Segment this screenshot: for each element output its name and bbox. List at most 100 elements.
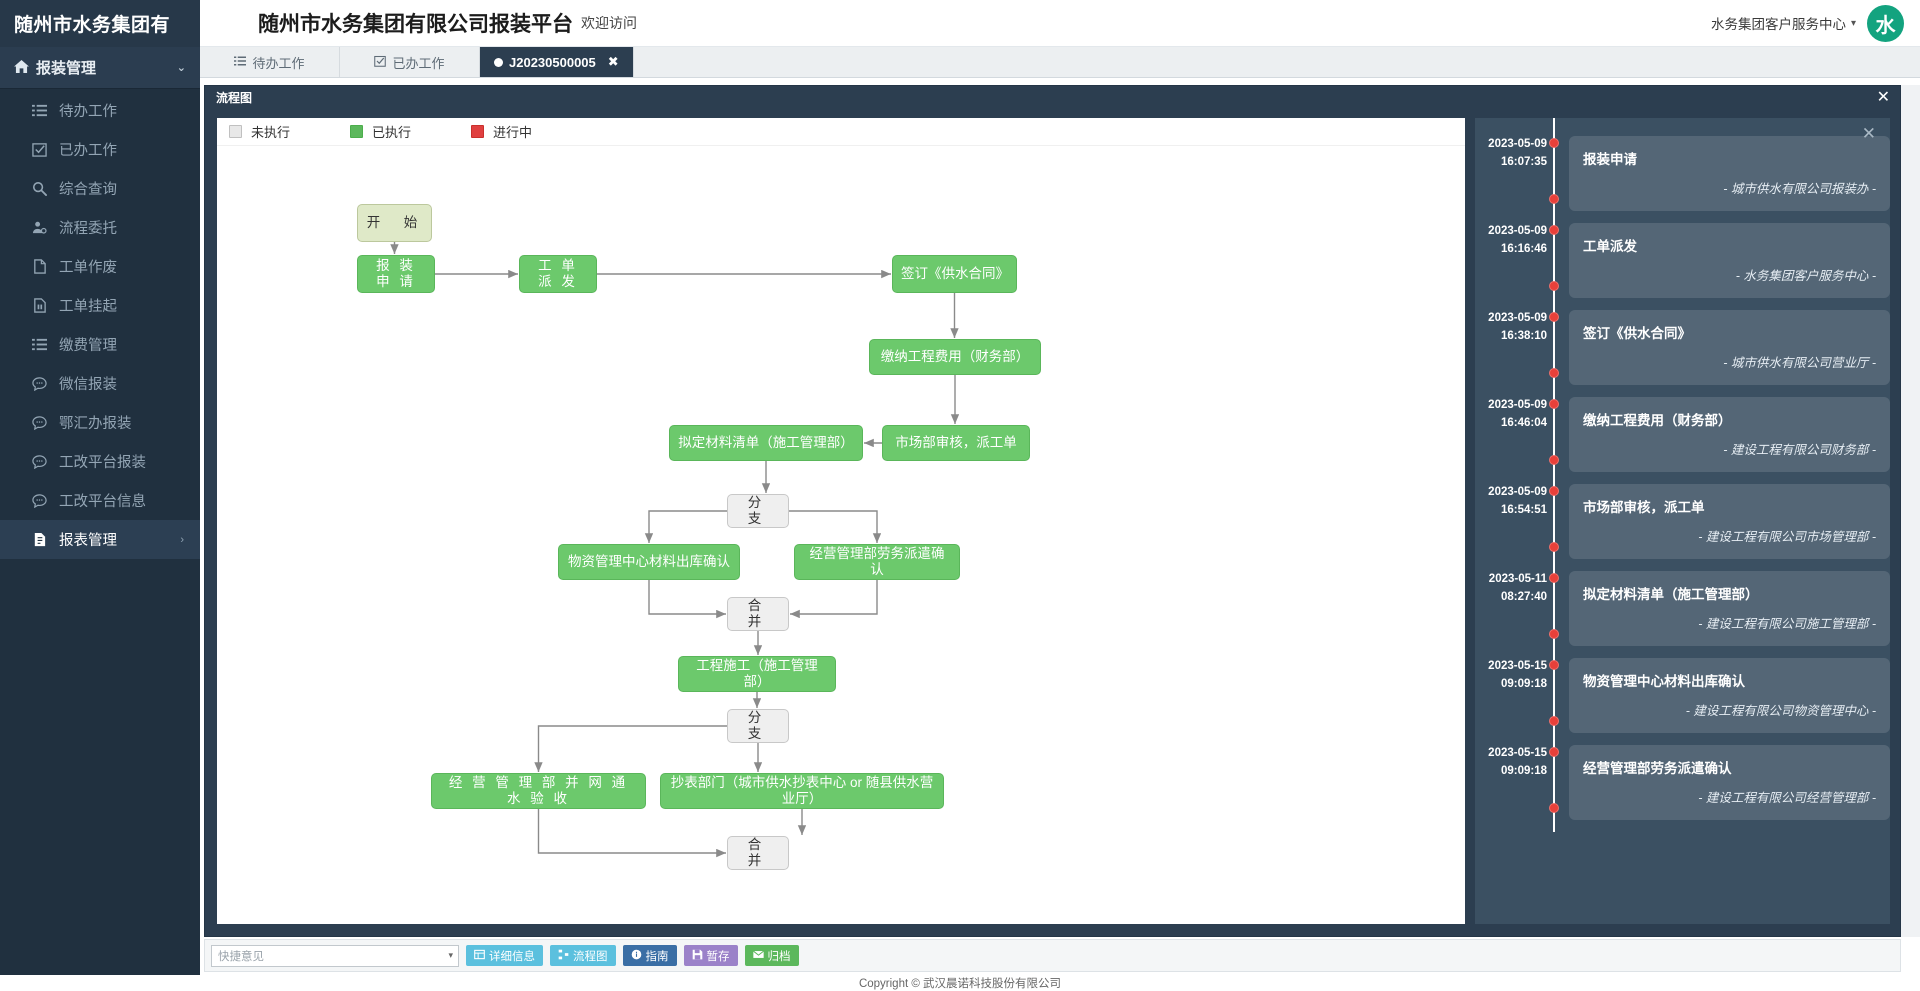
flow-node-contract[interactable]: 签订《供水合同》	[892, 255, 1017, 293]
timeline-dot-lower	[1549, 281, 1559, 291]
timeline-card-title: 签订《供水合同》	[1583, 326, 1691, 341]
toolbar-button-4[interactable]: 归档	[744, 945, 799, 966]
toolbar-button-1[interactable]: 流程图	[550, 945, 616, 966]
brand-title: 随州市水务集团有	[0, 0, 200, 47]
list-icon	[32, 337, 59, 352]
legend-swatch-executed	[350, 125, 364, 138]
timeline-card[interactable]: 缴纳工程费用（财务部）- 建设工程有限公司财务部 -	[1569, 397, 1890, 472]
flow-node-label: 物资管理中心材料出库确认	[568, 553, 730, 569]
timeline-card[interactable]: 市场部审核，派工单- 建设工程有限公司市场管理部 -	[1569, 484, 1890, 559]
flow-node-branch2[interactable]: 分 支	[727, 709, 789, 743]
chevron-right-icon: ›	[180, 533, 184, 546]
sidebar-item-2[interactable]: 综合查询	[0, 169, 200, 208]
flow-node-fee[interactable]: 缴纳工程费用（财务部）	[869, 339, 1041, 375]
avatar[interactable]: 水	[1867, 4, 1904, 42]
app-header: 随州市水务集团有限公司报装平台 欢迎访问 水务集团客户服务中心 ▾ 水	[200, 0, 1920, 47]
timeline-card[interactable]: 经营管理部劳务派遣确认- 建设工程有限公司经营管理部 -	[1569, 745, 1890, 820]
close-icon[interactable]: ✖	[607, 54, 619, 69]
flowchart-canvas[interactable]: 开 始报 装 申 请 工 单 派 发 签订《供水合同》缴纳工程费用（财务部） 市场部审…	[217, 146, 1465, 924]
flow-node-label: 工程施工（施工管理部）	[696, 657, 818, 689]
sidebar-item-7[interactable]: 微信报装	[0, 364, 200, 403]
timeline-dot-lower	[1549, 542, 1559, 552]
flow-node-meter[interactable]: 抄表部门（城市供水抄表中心 or 随县供水营业厅）	[660, 773, 944, 809]
timeline-dot	[1549, 660, 1559, 670]
sidebar-item-3[interactable]: 流程委托	[0, 208, 200, 247]
sidebar-item-5[interactable]: 工单挂起	[0, 286, 200, 325]
sidebar-item-label: 已办工作	[59, 143, 117, 159]
timeline-dot	[1549, 486, 1559, 496]
flow-node-label: 工 单 派 发	[538, 257, 578, 289]
sidebar-item-8[interactable]: 鄂汇办报装	[0, 403, 200, 442]
sidebar-item-1[interactable]: 已办工作	[0, 130, 200, 169]
timeline-card-title: 拟定材料清单（施工管理部）	[1583, 587, 1759, 602]
tab-label: 已办工作	[392, 55, 445, 71]
sidebar-item-label: 流程委托	[59, 221, 117, 237]
quick-opinion-select[interactable]: 快捷意见 ▾	[211, 944, 459, 967]
flow-node-label: 经营管理部劳务派遣确认	[809, 545, 945, 577]
flow-node-label: 合 并	[747, 836, 789, 868]
toolbar-button-row: 详细信息流程图指南暂存归档	[466, 945, 799, 966]
flow-node-jypq[interactable]: 经营管理部劳务派遣确认	[794, 544, 960, 580]
sidebar-item-4[interactable]: 工单作废	[0, 247, 200, 286]
flow-node-label: 缴纳工程费用（财务部）	[880, 348, 1030, 364]
tab-2[interactable]: J20230500005✖	[480, 47, 634, 77]
flow-node-material[interactable]: 拟定材料清单（施工管理部）	[669, 425, 863, 461]
quick-opinion-placeholder: 快捷意见	[218, 950, 264, 963]
flow-node-construct[interactable]: 工程施工（施工管理部）	[678, 656, 836, 692]
timeline-card[interactable]: 报装申请- 城市供水有限公司报装办 -	[1569, 136, 1890, 211]
close-icon[interactable]: ✕	[1861, 124, 1876, 143]
close-icon[interactable]: ✕	[1876, 89, 1890, 106]
flow-node-dispatch[interactable]: 工 单 派 发	[519, 255, 597, 293]
tab-1[interactable]: 已办工作	[340, 47, 480, 77]
flow-edge	[790, 580, 878, 619]
flow-node-accept[interactable]: 经 营 管 理 部 并 网 通 水 验 收	[431, 773, 646, 809]
user-name[interactable]: 水务集团客户服务中心	[1710, 17, 1846, 32]
flow-node-start[interactable]: 开 始	[357, 204, 432, 242]
sidebar-menu-header[interactable]: 报装管理 ⌄	[0, 47, 200, 89]
sidebar-item-6[interactable]: 缴费管理	[0, 325, 200, 364]
sidebar-menu-header-label: 报装管理	[36, 60, 97, 77]
tab-0[interactable]: 待办工作	[200, 47, 340, 77]
chat-icon	[32, 454, 59, 469]
flow-node-wzck[interactable]: 物资管理中心材料出库确认	[558, 544, 740, 580]
chevron-down-icon[interactable]: ▾	[1850, 17, 1856, 29]
timeline-card[interactable]: 签订《供水合同》 - 城市供水有限公司营业厅 -	[1569, 310, 1890, 385]
page-title: 随州市水务集团有限公司报装平台	[258, 13, 573, 36]
flow-node-market[interactable]: 市场部审核，派工单	[882, 425, 1030, 461]
flow-node-branch1[interactable]: 分 支	[727, 494, 789, 528]
sidebar-item-label: 缴费管理	[59, 338, 117, 354]
timeline-card-title: 报装申请	[1583, 152, 1637, 167]
toolbar-button-0[interactable]: 详细信息	[466, 945, 543, 966]
flow-node-merge2[interactable]: 合 并	[727, 836, 789, 870]
flow-node-merge1[interactable]: 合 并	[727, 597, 789, 631]
timeline-card-org: - 城市供水有限公司营业厅 -	[1723, 356, 1876, 370]
legend-item-not-executed: 未执行	[229, 122, 290, 141]
flow-node-apply[interactable]: 报 装 申 请	[357, 255, 435, 293]
timeline-card-org: - 建设工程有限公司经营管理部 -	[1698, 791, 1876, 805]
timeline-card[interactable]: 物资管理中心材料出库确认- 建设工程有限公司物资管理中心 -	[1569, 658, 1890, 733]
legend-item-executed: 已执行	[350, 122, 411, 141]
sidebar-item-label: 微信报装	[59, 377, 117, 393]
flow-edge	[644, 510, 727, 543]
toolbar-button-3[interactable]: 暂存	[683, 945, 738, 966]
sidebar-item-label: 工单作废	[59, 260, 117, 276]
timeline-dot-lower	[1549, 803, 1559, 813]
sidebar-item-11[interactable]: 报表管理›	[0, 520, 200, 559]
legend-swatch-in-progress	[471, 125, 485, 138]
timeline-card[interactable]: 工单派发- 水务集团客户服务中心 -	[1569, 223, 1890, 298]
sidebar-item-0[interactable]: 待办工作	[0, 91, 200, 130]
sidebar-item-label: 综合查询	[59, 182, 117, 198]
sidebar-item-9[interactable]: 工改平台报装	[0, 442, 200, 481]
toolbar-button-2[interactable]: 指南	[622, 945, 677, 966]
legend-item-in-progress: 进行中	[471, 122, 532, 141]
sidebar-item-10[interactable]: 工改平台信息	[0, 481, 200, 520]
list-icon	[234, 55, 247, 70]
timeline-card[interactable]: 拟定材料清单（施工管理部）- 建设工程有限公司施工管理部 -	[1569, 571, 1890, 646]
legend-label: 进行中	[493, 125, 533, 140]
